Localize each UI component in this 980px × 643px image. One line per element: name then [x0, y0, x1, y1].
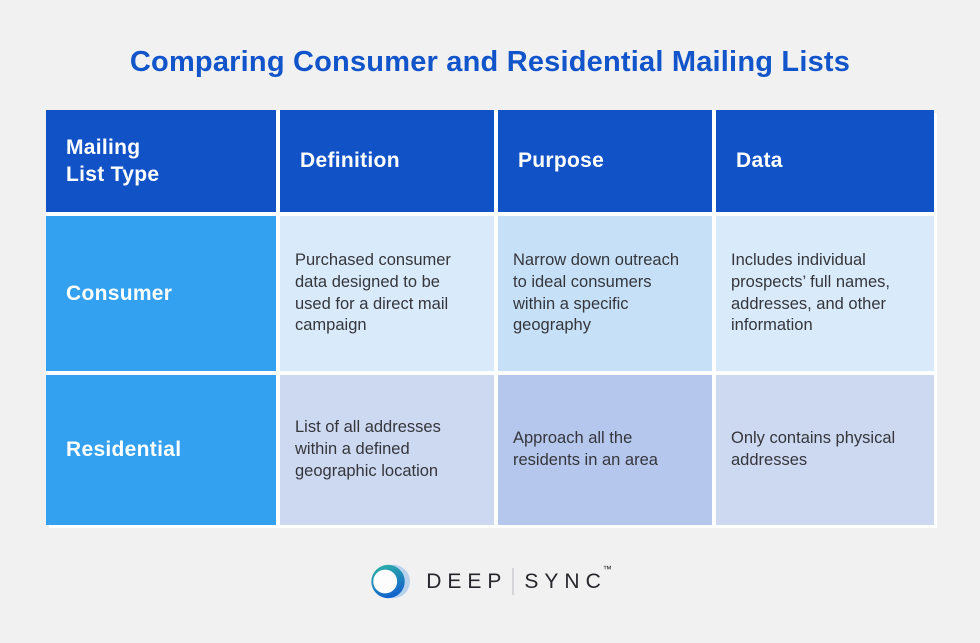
row-label-consumer: Consumer	[46, 216, 276, 371]
comparison-table: Mailing List Type Definition Purpose Dat…	[46, 110, 934, 525]
deep-sync-logo-icon	[371, 564, 411, 599]
residential-definition-cell: List of all addresses within a defined g…	[280, 375, 494, 525]
column-header-purpose: Purpose	[498, 110, 712, 212]
column-header-definition: Definition	[280, 110, 494, 212]
residential-data-cell: Only contains physical addresses	[716, 375, 934, 525]
column-header-mailing-list-type: Mailing List Type	[46, 110, 276, 212]
page-title: Comparing Consumer and Residential Maili…	[129, 46, 851, 78]
residential-purpose-cell: Approach all the residents in an area	[498, 375, 712, 525]
row-label-residential: Residential	[46, 375, 276, 525]
column-header-data: Data	[716, 110, 934, 212]
deep-sync-logo: DEEP SYNC ™	[0, 558, 980, 605]
logo-word-sync: SYNC	[524, 569, 607, 593]
trademark-symbol: ™	[602, 564, 612, 574]
consumer-definition-cell: Purchased consumer data designed to be u…	[280, 216, 494, 371]
consumer-data-cell: Includes individual prospects’ full name…	[716, 216, 934, 371]
logo-word-deep: DEEP	[426, 569, 508, 593]
consumer-purpose-cell: Narrow down outreach to ideal consumers …	[498, 216, 712, 371]
logo-divider	[512, 568, 515, 595]
